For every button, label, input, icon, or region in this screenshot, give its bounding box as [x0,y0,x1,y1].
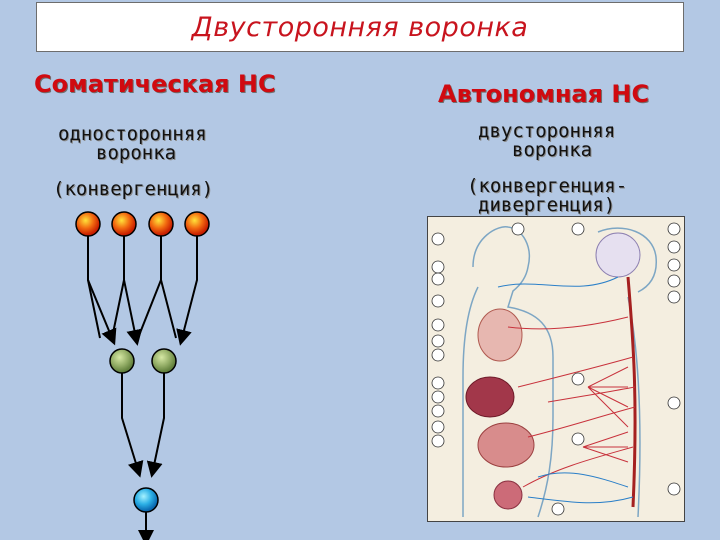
axon-lines [87,235,198,540]
intestines-shape [477,422,535,468]
middle-neuron-2 [151,348,177,374]
slide-title: Двусторонняя воронка [191,11,529,43]
lungs-shape [477,308,523,362]
somatic-heading: Соматическая НС [34,70,276,98]
autonomic-line-2: воронка [512,139,593,161]
autonomic-nervous-system-illustration [427,216,685,522]
anatomy-drawing [431,222,681,518]
brain-shape [595,232,641,278]
upper-neuron-2 [111,211,137,237]
autonomic-heading: Автономная НС [438,80,650,108]
lower-neuron [133,487,159,513]
autonomic-line-1: двусторонняя [478,120,616,142]
middle-neuron-1 [109,348,135,374]
liver-shape [465,376,515,418]
autonomic-line-3: (конвергенция- [467,175,628,197]
upper-neuron-1 [75,211,101,237]
somatic-line-2: воронка [96,142,177,164]
somatic-line-1: односторонняя [58,123,207,145]
axon-branch [87,279,101,339]
upper-neuron-4 [184,211,210,237]
upper-neuron-3 [148,211,174,237]
somatic-line-3: (конвергенция) [53,178,214,200]
autonomic-line-4: дивергенция) [478,194,616,216]
bladder-shape [493,480,523,510]
title-box: Двусторонняя воронка [36,2,684,52]
